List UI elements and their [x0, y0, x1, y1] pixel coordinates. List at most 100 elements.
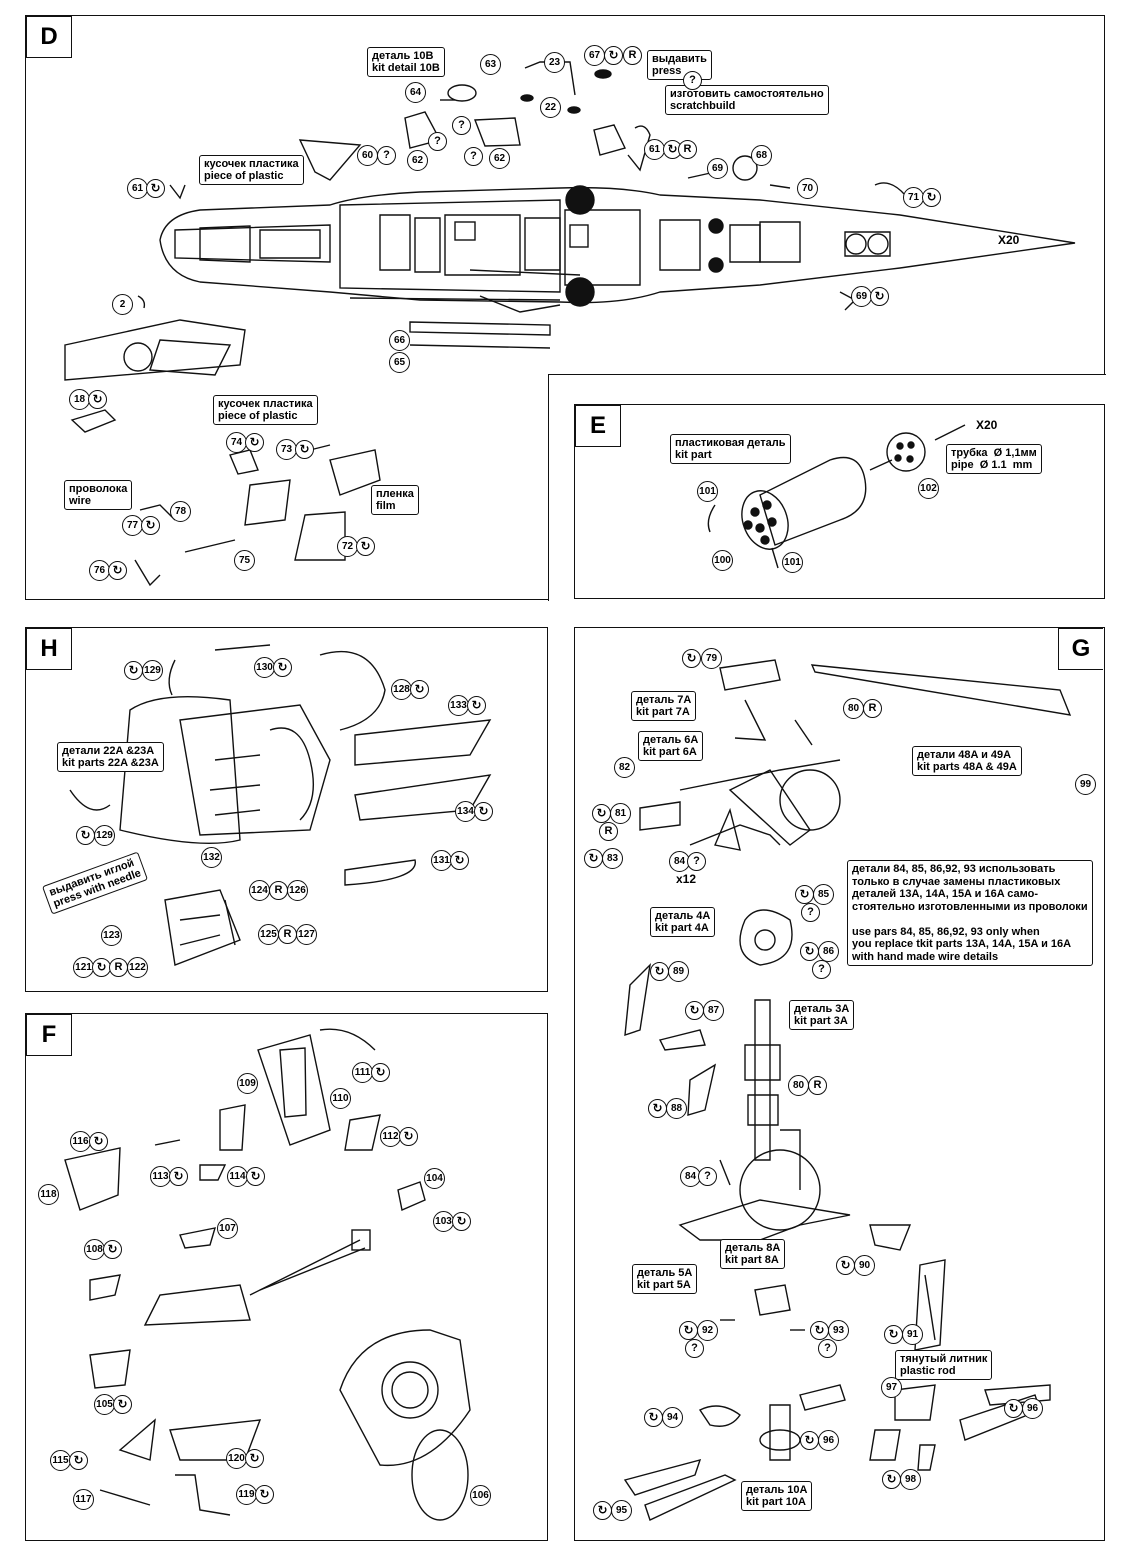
part-98: 98	[900, 1469, 921, 1490]
label-kit-part-8a: деталь 8A kit part 8A	[720, 1239, 786, 1269]
part-116: 116	[70, 1131, 91, 1152]
part-93: 93	[828, 1320, 849, 1341]
rotate-icon: ↻	[922, 188, 941, 207]
part-101: 101	[782, 552, 803, 573]
part-100: 100	[712, 550, 733, 571]
rotate-icon: ↻	[870, 287, 889, 306]
rotate-icon: ↻	[467, 696, 486, 715]
part-94: 94	[662, 1407, 683, 1428]
panel-h-tag: H	[26, 628, 72, 670]
replace-icon: R	[269, 881, 288, 900]
label-kit-part-10a: деталь 10A kit part 10A	[741, 1481, 813, 1511]
label-x12: x12	[676, 872, 697, 886]
part-89: 89	[668, 961, 689, 982]
part-110: 110	[330, 1088, 351, 1109]
rotate-icon: ↻	[88, 390, 107, 409]
part-117: 117	[73, 1489, 94, 1510]
part-95: 95	[611, 1500, 632, 1521]
question-icon: ?	[377, 146, 396, 165]
part-97: 97	[881, 1377, 902, 1398]
part-2: 2	[112, 294, 133, 315]
rotate-icon: ↻	[108, 561, 127, 580]
part-66: 66	[389, 330, 410, 351]
question-icon: ?	[452, 116, 471, 135]
rotate-icon: ↻	[644, 1408, 663, 1427]
part-87: 87	[703, 1000, 724, 1021]
rotate-icon: ↻	[884, 1325, 903, 1344]
rotate-icon: ↻	[169, 1167, 188, 1186]
rotate-icon: ↻	[69, 1451, 88, 1470]
part-118: 118	[38, 1184, 59, 1205]
part-106: 106	[470, 1485, 491, 1506]
part-101: 101	[697, 481, 718, 502]
part-111: 111	[352, 1062, 373, 1083]
part-128: 128	[391, 679, 412, 700]
part-85: 85	[813, 884, 834, 905]
part-69: 69	[707, 158, 728, 179]
label-wire: проволока wire	[64, 480, 133, 510]
rotate-icon: ↻	[450, 851, 469, 870]
label-kit-part-6a: деталь 6A kit part 6A	[638, 731, 704, 761]
replace-icon: R	[599, 822, 618, 841]
part-129: 129	[142, 660, 163, 681]
panel-e: E	[574, 404, 1105, 599]
label-kit-parts-48a-49a: детали 48A и 49A kit parts 48A & 49A	[912, 746, 1022, 776]
rotate-icon: ↻	[410, 680, 429, 699]
rotate-icon: ↻	[604, 46, 623, 65]
part-62: 62	[407, 150, 428, 171]
part-83: 83	[602, 848, 623, 869]
part-60: 60	[357, 145, 378, 166]
part-71: 71	[903, 187, 924, 208]
question-icon: ?	[428, 132, 447, 151]
rotate-icon: ↻	[124, 661, 143, 680]
label-piece-of-plastic-2: кусочек пластика piece of plastic	[213, 395, 318, 425]
part-99: 99	[1075, 774, 1096, 795]
part-96: 96	[1022, 1398, 1043, 1419]
rotate-icon: ↻	[356, 537, 375, 556]
panel-d-tag: D	[26, 16, 72, 58]
question-icon: ?	[687, 852, 706, 871]
rotate-icon: ↻	[245, 1449, 264, 1468]
rotate-icon: ↻	[113, 1395, 132, 1414]
label-press: выдавить press	[647, 50, 712, 80]
question-icon: ?	[698, 1167, 717, 1186]
part-69: 69	[851, 286, 872, 307]
label-plastic-rod: тянутый литник plastic rod	[895, 1350, 993, 1380]
note-wire-details: детали 84, 85, 86,92, 93 использовать то…	[847, 860, 1093, 966]
part-112: 112	[380, 1126, 401, 1147]
part-90: 90	[854, 1255, 875, 1276]
part-72: 72	[337, 536, 358, 557]
part-78: 78	[170, 501, 191, 522]
question-icon: ?	[685, 1339, 704, 1358]
rotate-icon: ↻	[836, 1256, 855, 1275]
part-96: 96	[818, 1430, 839, 1451]
rotate-icon: ↻	[371, 1063, 390, 1082]
label-e-kit-part: пластиковая деталь kit part	[670, 434, 791, 464]
rotate-icon: ↻	[810, 1321, 829, 1340]
label-piece-of-plastic-1: кусочек пластика piece of plastic	[199, 155, 304, 185]
rotate-icon: ↻	[685, 1001, 704, 1020]
rotate-icon: ↻	[800, 1431, 819, 1450]
part-79: 79	[701, 648, 722, 669]
part-107: 107	[217, 1218, 238, 1239]
rotate-icon: ↻	[882, 1470, 901, 1489]
replace-icon: R	[278, 925, 297, 944]
part-115: 115	[50, 1450, 71, 1471]
rotate-icon: ↻	[800, 942, 819, 961]
panel-e-tag: E	[575, 405, 621, 447]
replace-icon: R	[678, 140, 697, 159]
part-127: 127	[296, 924, 317, 945]
part-82: 82	[614, 757, 635, 778]
label-detail-10b: деталь 10B kit detail 10B	[367, 47, 445, 77]
part-123: 123	[101, 925, 122, 946]
rotate-icon: ↻	[245, 433, 264, 452]
replace-icon: R	[808, 1076, 827, 1095]
rotate-icon: ↻	[89, 1132, 108, 1151]
rotate-icon: ↻	[474, 802, 493, 821]
part-70: 70	[797, 178, 818, 199]
part-81: 81	[610, 803, 631, 824]
rotate-icon: ↻	[273, 658, 292, 677]
part-119: 119	[236, 1484, 257, 1505]
rotate-icon: ↻	[103, 1240, 122, 1259]
